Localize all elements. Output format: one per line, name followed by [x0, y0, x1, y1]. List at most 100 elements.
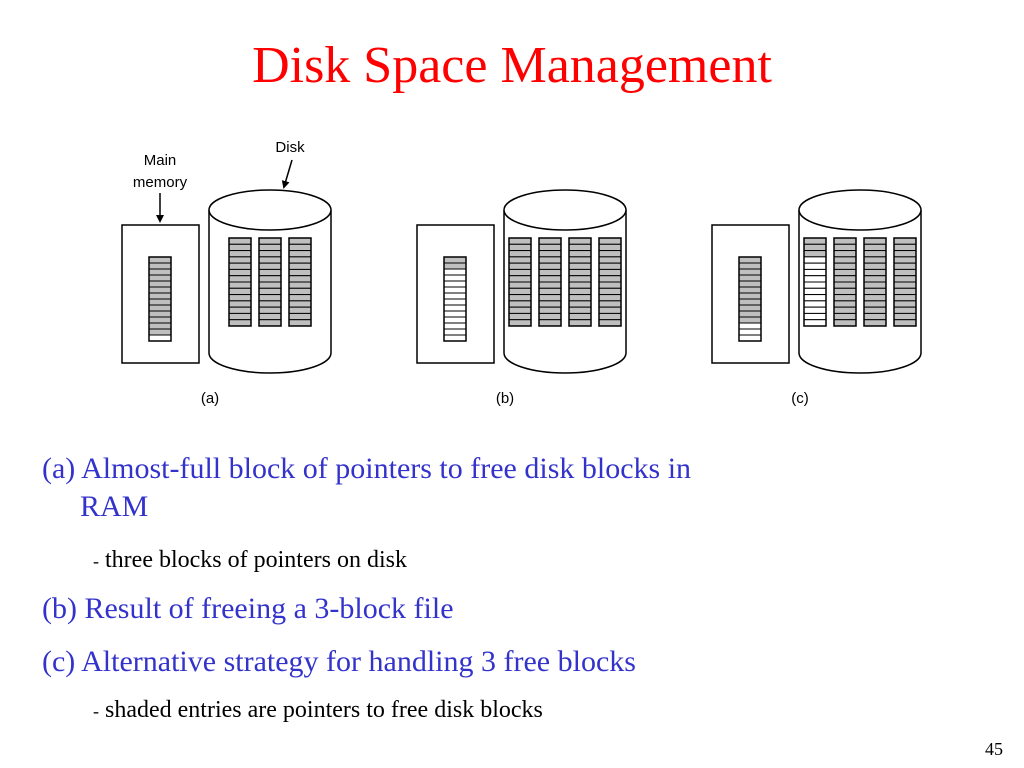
pointer-entry: [803, 287, 827, 296]
pointer-entry: [508, 287, 532, 296]
disk-pointer-block: [568, 237, 592, 327]
pointer-entry: [598, 300, 622, 308]
pointer-entry: [508, 275, 532, 283]
page-number: 45: [985, 739, 1003, 759]
panel-a-caption: (a): [201, 390, 219, 407]
pointer-entry: [863, 250, 887, 258]
panel-c-caption: (c): [791, 390, 809, 407]
pointer-entry: [538, 300, 562, 308]
pointer-entry: [738, 280, 762, 288]
block-outline: [148, 256, 172, 342]
pointer-entry: [738, 304, 762, 312]
pointer-entry: [803, 243, 827, 252]
bullet-a: (a) Almost-full block of pointers to fre…: [42, 450, 691, 526]
pointer-entry: [893, 256, 917, 264]
pointer-entry: [863, 237, 887, 245]
disk-cylinder-top: [503, 189, 627, 231]
pointer-entry: [803, 281, 827, 289]
pointer-entry: [148, 262, 172, 270]
pointer-entry: [228, 306, 252, 314]
pointer-entry: [893, 268, 917, 277]
pointer-entry: [443, 328, 467, 336]
pointer-entry: [803, 319, 827, 327]
disk-diagram: Main memory Disk (a) (b) (c): [121, 139, 922, 407]
pointer-entry: [833, 237, 857, 245]
pointer-entry: [893, 243, 917, 252]
pointer-entry: [738, 268, 762, 276]
pointer-entry: [288, 262, 312, 270]
pointer-entry: [258, 250, 282, 258]
block-outline: [538, 237, 562, 327]
pointer-entry: [443, 292, 467, 300]
pointer-entry: [863, 294, 887, 302]
disk-pointer-block: [288, 237, 312, 327]
pointer-entry: [508, 256, 532, 264]
pointer-entry: [568, 300, 592, 308]
pointer-entry: [568, 250, 592, 258]
pointer-entry: [538, 319, 562, 327]
pointer-entry: [443, 280, 467, 288]
pointer-entry: [833, 294, 857, 302]
pointer-entry: [508, 319, 532, 327]
pointer-entry: [443, 286, 467, 294]
disk-cylinder-body: [503, 210, 627, 374]
block-outline: [288, 237, 312, 327]
main-memory-label-line1: Main: [144, 152, 177, 169]
pointer-entry: [863, 262, 887, 270]
pointer-entry: [258, 275, 282, 283]
pointer-entry: [598, 237, 622, 245]
pointer-entry: [568, 294, 592, 302]
pointer-entry: [833, 300, 857, 308]
pointer-entry: [538, 312, 562, 321]
pointer-entry: [538, 262, 562, 270]
pointer-entry: [228, 294, 252, 302]
pointer-entry: [738, 262, 762, 270]
pointer-entry: [508, 300, 532, 308]
pointer-entry: [863, 281, 887, 289]
bullet-b: (b) Result of freeing a 3-block file: [42, 590, 454, 628]
pointer-entry: [833, 312, 857, 321]
pointer-entry: [833, 275, 857, 283]
pointer-entry: [228, 262, 252, 270]
pointer-entry: [258, 287, 282, 296]
pointer-entry: [508, 281, 532, 289]
pointer-entry: [258, 312, 282, 321]
block-outline: [443, 256, 467, 342]
disk-label: Disk: [275, 139, 305, 156]
bullet-c: (c) Alternative strategy for handling 3 …: [42, 643, 636, 681]
pointer-entry: [538, 250, 562, 258]
pointer-entry: [863, 256, 887, 264]
disk-cylinder-body: [798, 210, 922, 374]
pointer-entry: [288, 268, 312, 277]
pointer-entry: [568, 281, 592, 289]
pointer-entry: [288, 312, 312, 321]
pointer-entry: [803, 275, 827, 283]
pointer-entry: [738, 310, 762, 318]
pointer-entry: [228, 268, 252, 277]
pointer-entry: [738, 298, 762, 306]
pointer-entry: [228, 312, 252, 321]
pointer-entry: [893, 275, 917, 283]
pointer-entry: [228, 237, 252, 245]
disk-pointer-block: [228, 237, 252, 327]
pointer-entry: [803, 306, 827, 314]
ram-pointer-block: [738, 256, 762, 342]
pointer-entry: [508, 268, 532, 277]
pointer-entry: [443, 262, 467, 270]
pointer-entry: [833, 256, 857, 264]
pointer-entry: [803, 256, 827, 264]
pointer-entry: [833, 287, 857, 296]
pointer-entry: [288, 250, 312, 258]
pointer-entry: [598, 294, 622, 302]
disk-pointer-block: [258, 237, 282, 327]
pointer-entry: [538, 237, 562, 245]
block-outline: [508, 237, 532, 327]
pointer-entry: [538, 275, 562, 283]
block-outline: [598, 237, 622, 327]
pointer-entry: [833, 268, 857, 277]
pointer-entry: [148, 322, 172, 330]
block-outline: [258, 237, 282, 327]
pointer-entry: [893, 281, 917, 289]
pointer-entry: [288, 281, 312, 289]
pointer-entry: [538, 294, 562, 302]
